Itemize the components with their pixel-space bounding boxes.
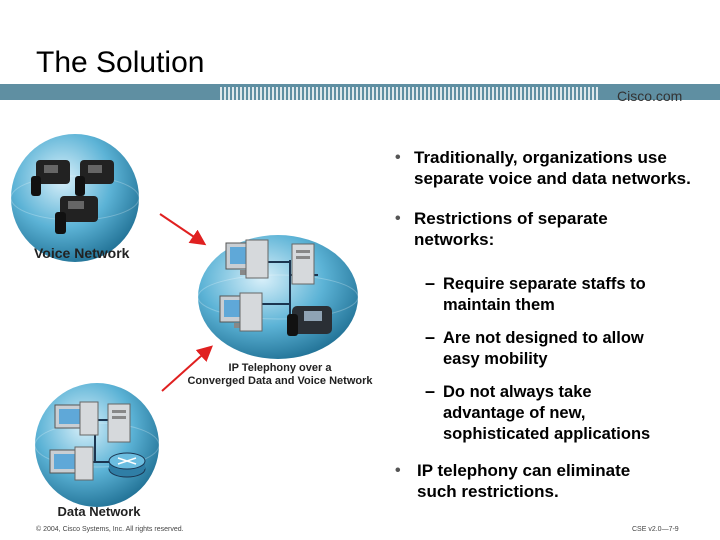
converged-label-line2: Converged Data and Voice Network xyxy=(187,375,373,387)
bullet-dot-icon: • xyxy=(395,149,401,166)
ip-phone-icon xyxy=(287,306,332,336)
sub-bullet-item: – Require separate staffs to maintain th… xyxy=(425,273,646,314)
dash-icon: – xyxy=(425,327,436,347)
header-barcode-decoration xyxy=(220,87,600,104)
server-icon xyxy=(107,403,131,443)
phone-icon xyxy=(75,160,114,196)
phone-icon xyxy=(31,160,70,196)
dash-icon: – xyxy=(425,381,436,401)
slide-title: The Solution xyxy=(36,46,205,79)
bullet-item: • Traditionally, organizations use separ… xyxy=(395,148,691,188)
network-diagram: Voice Network IP Telephony over a Conver… xyxy=(10,134,373,519)
computer-icon xyxy=(54,401,99,436)
sub-bullet-item: – Do not always take advantage of new, s… xyxy=(425,381,651,443)
bullet-dot-icon: • xyxy=(395,462,401,479)
footer-slide-number: CSE v2.0—7-9 xyxy=(632,526,679,533)
dash-icon: – xyxy=(425,273,436,293)
data-network-label: Data Network xyxy=(57,504,141,519)
bullet-item: • Restrictions of separate networks: xyxy=(395,209,608,249)
cisco-logo: Cisco.com xyxy=(617,88,683,104)
data-to-converged-arrow xyxy=(161,345,213,392)
footer-copyright: © 2004, Cisco Systems, Inc. All rights r… xyxy=(36,526,184,533)
bullet-item: • IP telephony can eliminate such restri… xyxy=(395,461,631,501)
computer-icon xyxy=(225,239,269,279)
voice-network-label: Voice Network xyxy=(34,245,130,261)
converged-label-line1: IP Telephony over a xyxy=(229,362,333,374)
sub-bullet-item: – Are not designed to allow easy mobilit… xyxy=(425,327,644,368)
voice-to-converged-arrow xyxy=(159,213,207,246)
computer-icon xyxy=(219,292,263,332)
router-icon xyxy=(108,452,146,478)
bullet-dot-icon: • xyxy=(395,210,401,227)
phone-icon xyxy=(55,196,98,234)
computer-icon xyxy=(49,446,94,481)
server-icon xyxy=(291,243,315,285)
